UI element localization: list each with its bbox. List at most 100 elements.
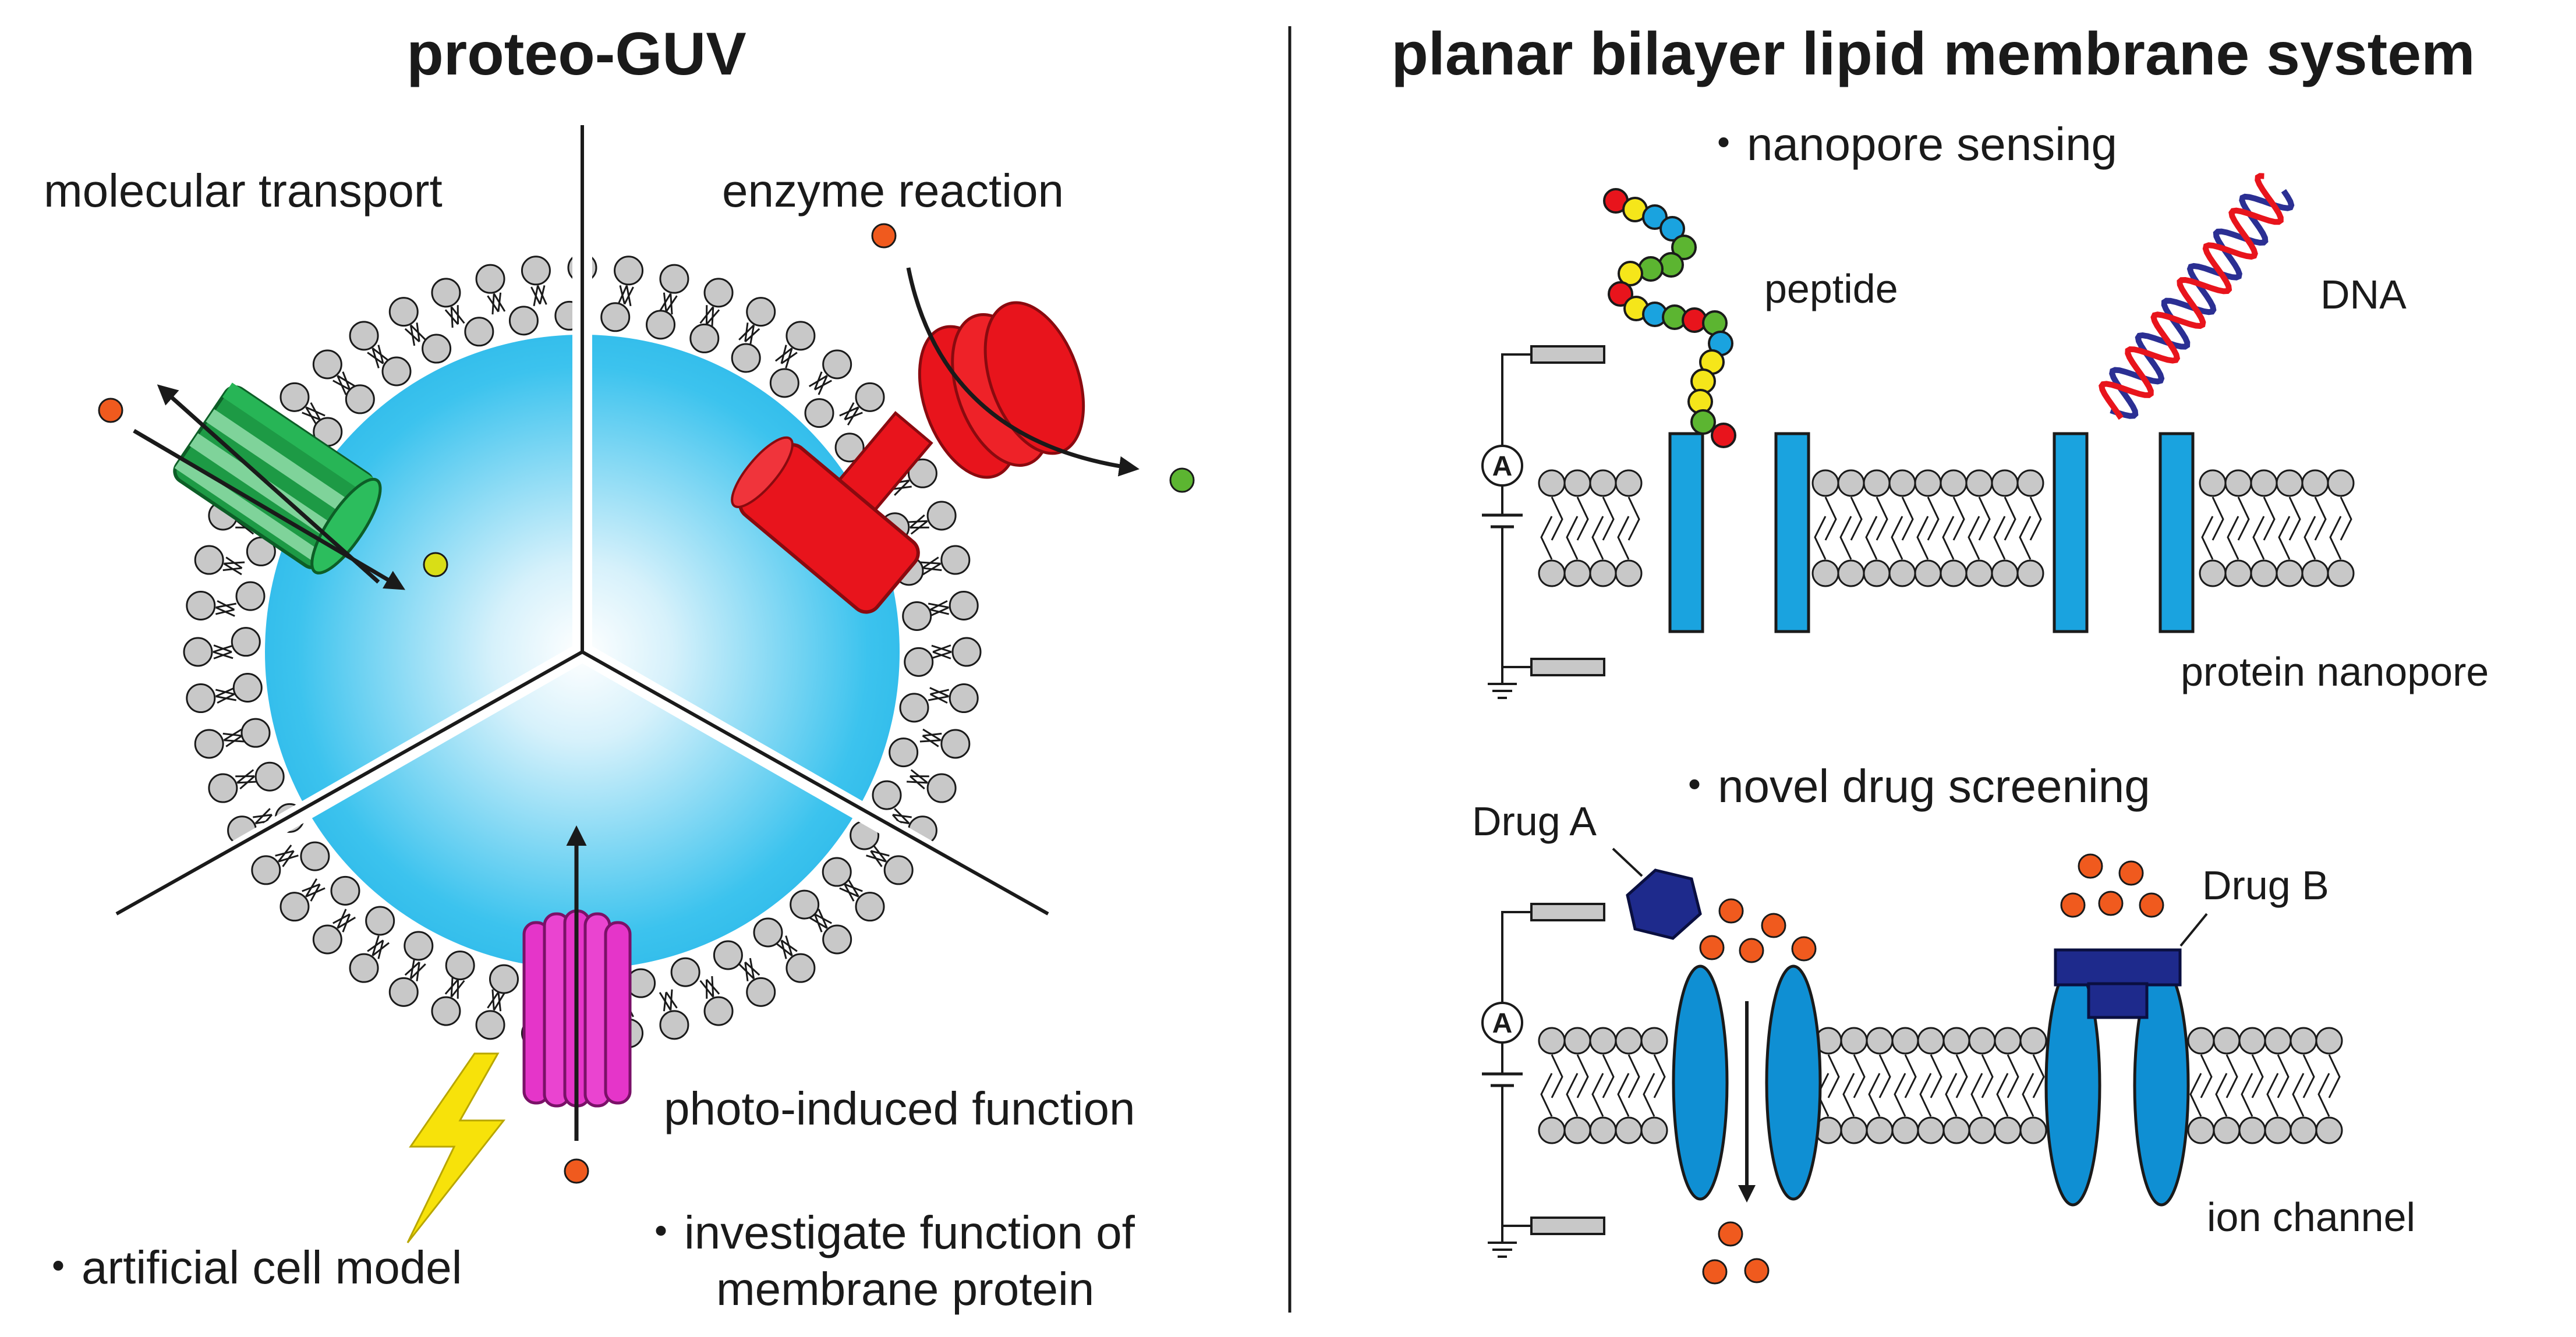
lipid-head bbox=[1994, 1027, 2022, 1055]
lipid-head bbox=[600, 302, 631, 332]
lipid-head bbox=[790, 889, 820, 920]
ammeter-label: A bbox=[1492, 1008, 1513, 1039]
lipid-head bbox=[1891, 1027, 1919, 1055]
drug-a-leader-line bbox=[1612, 847, 1643, 877]
amino-acid-bead bbox=[1711, 423, 1736, 448]
ammeter-label: A bbox=[1492, 451, 1513, 482]
photo-channel-protein bbox=[522, 825, 632, 1184]
lipid-head bbox=[907, 458, 937, 488]
lipid-head bbox=[1615, 1027, 1643, 1055]
lipid-head bbox=[1615, 469, 1643, 497]
lipid-head bbox=[713, 940, 743, 970]
lipid-head bbox=[703, 996, 734, 1026]
lipid-head bbox=[1589, 1116, 1617, 1144]
ion-molecules bbox=[1699, 853, 2164, 1285]
amino-acid-bead bbox=[1658, 252, 1684, 278]
lipid-head bbox=[2264, 1116, 2292, 1144]
lipid-head bbox=[1837, 559, 1865, 587]
lipid-head bbox=[2199, 559, 2227, 587]
lipid-head bbox=[1840, 1116, 1868, 1144]
lipid-head bbox=[872, 780, 902, 810]
lipid-head bbox=[689, 323, 720, 353]
lipid-head bbox=[300, 841, 330, 871]
lipid-head bbox=[1589, 559, 1617, 587]
amino-acid-bead bbox=[1690, 409, 1716, 435]
lipid-head bbox=[804, 398, 834, 428]
lipid-head bbox=[1811, 559, 1839, 587]
right-panel-title: planar bilayer lipid membrane system bbox=[1391, 20, 2475, 88]
lipid-head bbox=[431, 996, 461, 1026]
lipid-head bbox=[2276, 559, 2303, 587]
lipid-head bbox=[235, 581, 266, 611]
section-drug-screening: ・novel drug screening bbox=[1671, 760, 2150, 812]
lipid-head bbox=[312, 924, 342, 955]
lipid-head bbox=[231, 627, 261, 657]
lipid-head bbox=[1991, 469, 2019, 497]
lipid-head bbox=[926, 773, 957, 803]
lipid-head bbox=[1589, 1027, 1617, 1055]
label-photo-induced: photo-induced function bbox=[664, 1083, 1135, 1134]
lipid-head bbox=[703, 278, 734, 308]
lipid-head bbox=[251, 855, 281, 885]
lipid-head bbox=[1866, 1027, 1894, 1055]
lipid-head bbox=[186, 590, 216, 620]
lipid-head bbox=[232, 672, 263, 703]
lipid-head bbox=[2187, 1027, 2215, 1055]
lipid-head bbox=[1863, 559, 1891, 587]
lipid-head bbox=[279, 382, 310, 412]
amino-acid-bead bbox=[1618, 261, 1643, 286]
label-peptide: peptide bbox=[1764, 266, 1898, 311]
nanopore-wall bbox=[1668, 432, 1704, 633]
lipid-head bbox=[855, 892, 885, 922]
lipid-head bbox=[889, 737, 919, 768]
lipid-head bbox=[349, 953, 379, 983]
lipid-head bbox=[1940, 469, 1968, 497]
transporter-protein bbox=[98, 382, 448, 590]
lipid-head bbox=[1640, 1116, 1668, 1144]
nanopore-wall bbox=[2159, 432, 2195, 633]
dna-strand-blue bbox=[2109, 189, 2295, 419]
lipid-head bbox=[949, 590, 979, 620]
label-drug-b: Drug B bbox=[2202, 863, 2329, 908]
amino-acid-bead bbox=[1642, 204, 1668, 230]
lipid-head bbox=[1563, 559, 1591, 587]
bullet-investigate-line2: membrane protein bbox=[716, 1263, 1094, 1315]
lipid-head bbox=[2187, 1116, 2215, 1144]
lipid-head bbox=[279, 892, 310, 922]
lipid-head bbox=[1917, 1116, 1945, 1144]
planar-blm-panel: planar bilayer lipid membrane system ・na… bbox=[1391, 20, 2489, 1285]
lipid-head bbox=[2290, 1027, 2317, 1055]
transport-arrow-in bbox=[133, 428, 406, 590]
lipid-head bbox=[2016, 559, 2044, 587]
lipid-head bbox=[2019, 1027, 2047, 1055]
lipid-head bbox=[422, 334, 452, 364]
lipid-head bbox=[2238, 1027, 2266, 1055]
lipid-head bbox=[1965, 469, 1993, 497]
enzyme-protein bbox=[731, 223, 1195, 614]
lipid-head bbox=[899, 693, 929, 723]
lipid-head bbox=[1940, 559, 1968, 587]
lipid-head bbox=[753, 917, 783, 948]
label-molecular-transport: molecular transport bbox=[44, 165, 443, 217]
lipid-head bbox=[822, 924, 852, 955]
lipid-head bbox=[521, 256, 551, 286]
lipid-head bbox=[404, 931, 434, 961]
lipid-head bbox=[940, 545, 971, 575]
lipid-head bbox=[1888, 469, 1916, 497]
lipid-head bbox=[949, 683, 979, 714]
lipid-head bbox=[1563, 469, 1591, 497]
transport-arrow-out bbox=[157, 384, 380, 584]
lipid-head bbox=[464, 317, 494, 347]
electrode-icon bbox=[1530, 1217, 1605, 1235]
dna-strand-red bbox=[2099, 173, 2284, 420]
amino-acid-bead bbox=[1659, 216, 1685, 242]
lipid-head bbox=[940, 729, 971, 759]
lipid-head bbox=[489, 964, 519, 994]
lipid-head bbox=[312, 349, 342, 380]
lipid-head bbox=[388, 977, 419, 1007]
lipid-head bbox=[746, 297, 776, 327]
nanopore-circuit: A bbox=[1481, 345, 1605, 699]
lipid-head bbox=[2315, 1027, 2343, 1055]
label-drug-a: Drug A bbox=[1472, 799, 1597, 844]
